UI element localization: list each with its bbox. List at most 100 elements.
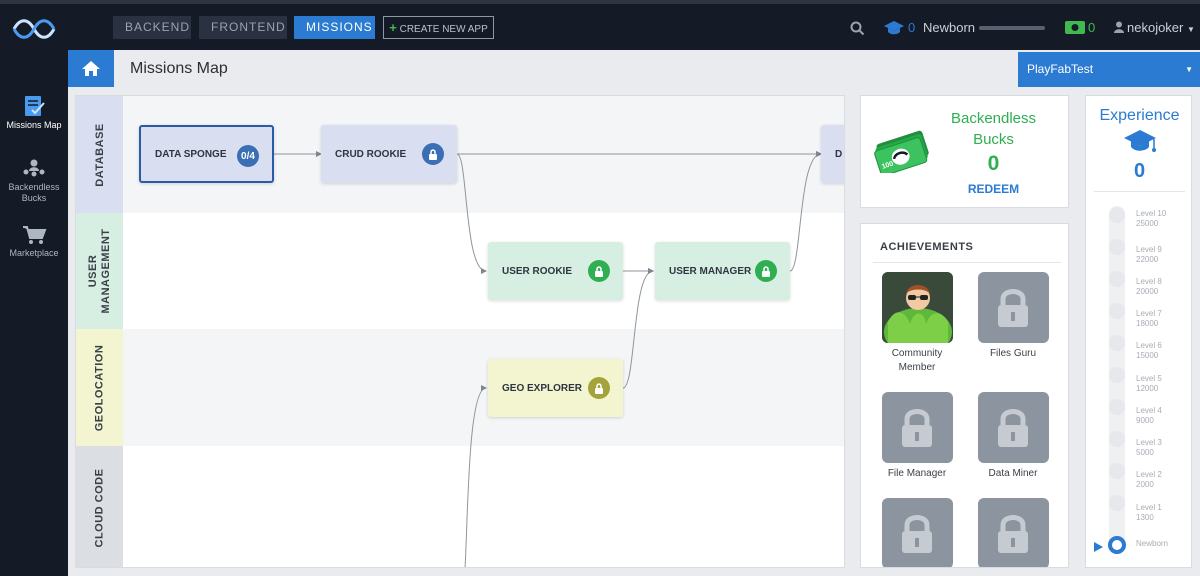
search-icon[interactable] bbox=[850, 21, 865, 36]
cart-icon bbox=[23, 226, 47, 244]
lock-icon bbox=[881, 498, 953, 567]
lock-icon bbox=[881, 392, 953, 463]
current-level-arrow-icon bbox=[1094, 542, 1103, 552]
current-level-marker bbox=[1108, 536, 1126, 554]
lane-label: USER MANAGEMENT bbox=[76, 213, 123, 329]
tab-frontend[interactable]: FRONTEND bbox=[199, 16, 287, 39]
sidebar-item-backendless-bucks[interactable]: Backendless Bucks bbox=[0, 158, 68, 204]
achievement-file-manager[interactable]: File Manager bbox=[872, 392, 962, 481]
create-new-app-button[interactable]: + CREATE NEW APP bbox=[383, 16, 494, 39]
user-menu[interactable]: nekojoker ▼ bbox=[1127, 20, 1195, 35]
chevron-down-icon: ▼ bbox=[1187, 25, 1195, 34]
level-dot bbox=[1109, 431, 1125, 447]
cash-stack-icon: 100 bbox=[874, 130, 929, 173]
mission-crud-rookie[interactable]: CRUD ROOKIE bbox=[321, 125, 457, 183]
mission-label: CRUD ROOKIE bbox=[335, 148, 407, 160]
level-dot bbox=[1109, 399, 1125, 415]
bucks-count: 0 bbox=[1088, 20, 1096, 35]
bucks-people-icon bbox=[23, 159, 45, 177]
mission-user-manager[interactable]: USER MANAGER bbox=[655, 242, 790, 300]
achievement-label: Files Guru bbox=[989, 348, 1037, 359]
lane-label: CLOUD CODE bbox=[76, 446, 123, 567]
mission-data-sponge[interactable]: DATA SPONGE 0/4 bbox=[139, 125, 274, 183]
achievement-label: File Manager bbox=[887, 468, 947, 479]
level-dot bbox=[1109, 303, 1125, 319]
level-dot bbox=[1109, 239, 1125, 255]
tab-backend[interactable]: BACKEND bbox=[113, 16, 191, 39]
level-number: 0 bbox=[908, 20, 916, 35]
app-selector[interactable]: PlayFabTest ▼ bbox=[1018, 52, 1200, 87]
mission-connectors bbox=[274, 151, 822, 567]
plus-icon: + bbox=[389, 20, 397, 35]
create-new-app-label: CREATE NEW APP bbox=[399, 24, 488, 35]
lock-icon bbox=[755, 260, 777, 282]
username: nekojoker bbox=[1127, 20, 1184, 35]
mission-geo-explorer[interactable]: GEO EXPLORER bbox=[488, 359, 623, 417]
home-button[interactable] bbox=[68, 50, 114, 87]
bucks-title: Backendless Bucks bbox=[950, 110, 1037, 148]
mission-label: GEO EXPLORER bbox=[502, 382, 583, 394]
sidebar-item-marketplace[interactable]: Marketplace bbox=[0, 224, 68, 259]
mission-label: USER ROOKIE bbox=[502, 265, 573, 277]
bucks-value: 0 bbox=[987, 152, 1000, 175]
svg-text:100: 100 bbox=[881, 160, 894, 170]
sidebar: Missions Map Backendless Bucks Marketpla… bbox=[0, 50, 68, 576]
sidebar-item-label: Backendless Bucks bbox=[8, 182, 60, 203]
home-icon bbox=[82, 61, 100, 76]
sidebar-item-missions-map[interactable]: Missions Map bbox=[0, 94, 68, 131]
graduation-cap-icon bbox=[1124, 130, 1156, 152]
lock-icon bbox=[977, 272, 1049, 343]
achievement-locked[interactable] bbox=[968, 498, 1058, 567]
experience-title: Experience bbox=[1099, 107, 1180, 124]
sidebar-item-label: Missions Map bbox=[6, 120, 62, 130]
caret-down-icon: ▼ bbox=[1185, 65, 1193, 74]
divider bbox=[1094, 191, 1185, 192]
lock-icon bbox=[422, 143, 444, 165]
missions-map-icon bbox=[25, 96, 45, 116]
mission-user-rookie[interactable]: USER ROOKIE bbox=[488, 242, 623, 300]
achievement-locked[interactable] bbox=[872, 498, 962, 567]
level-newborn: Newborn bbox=[1136, 539, 1169, 548]
level-dot bbox=[1109, 335, 1125, 351]
mission-progress-badge: 0/4 bbox=[237, 145, 259, 167]
achievement-files-guru[interactable]: Files Guru bbox=[968, 272, 1058, 361]
lane-label: GEOLOCATION bbox=[76, 329, 123, 446]
lock-icon bbox=[977, 392, 1049, 463]
missions-map: DATABASE USER MANAGEMENT GEOLOCATION CLO… bbox=[75, 95, 845, 568]
divider bbox=[873, 262, 1061, 263]
lock-icon bbox=[588, 260, 610, 282]
lane-cloud-code: CLOUD CODE bbox=[76, 446, 844, 567]
money-icon bbox=[1065, 21, 1085, 34]
user-icon bbox=[1114, 21, 1124, 33]
level-dot bbox=[1109, 367, 1125, 383]
level-dot bbox=[1109, 495, 1125, 511]
achievement-data-miner[interactable]: Data Miner bbox=[968, 392, 1058, 481]
lock-icon bbox=[588, 377, 610, 399]
sidebar-item-label: Marketplace bbox=[9, 248, 59, 258]
mission-label: D bbox=[835, 148, 843, 160]
redeem-button[interactable]: REDEEM bbox=[967, 182, 1020, 196]
bucks-panel: 100 Backendless Bucks 0 REDEEM bbox=[860, 95, 1069, 208]
level-progress-bar bbox=[979, 26, 1045, 30]
achievements-title: ACHIEVEMENTS bbox=[880, 241, 974, 253]
lane-geolocation: GEOLOCATION bbox=[76, 329, 844, 446]
app-name: PlayFabTest bbox=[1027, 62, 1094, 76]
backendless-logo-icon[interactable] bbox=[10, 14, 58, 44]
achievement-community-member[interactable]: Community Member bbox=[872, 272, 962, 375]
lock-icon bbox=[977, 498, 1049, 567]
tab-missions[interactable]: MISSIONS bbox=[294, 16, 375, 39]
level-dot bbox=[1109, 207, 1125, 223]
mission-label: DATA SPONGE bbox=[155, 148, 227, 160]
level-dot bbox=[1109, 271, 1125, 287]
mission-database-next[interactable]: D bbox=[821, 125, 844, 183]
